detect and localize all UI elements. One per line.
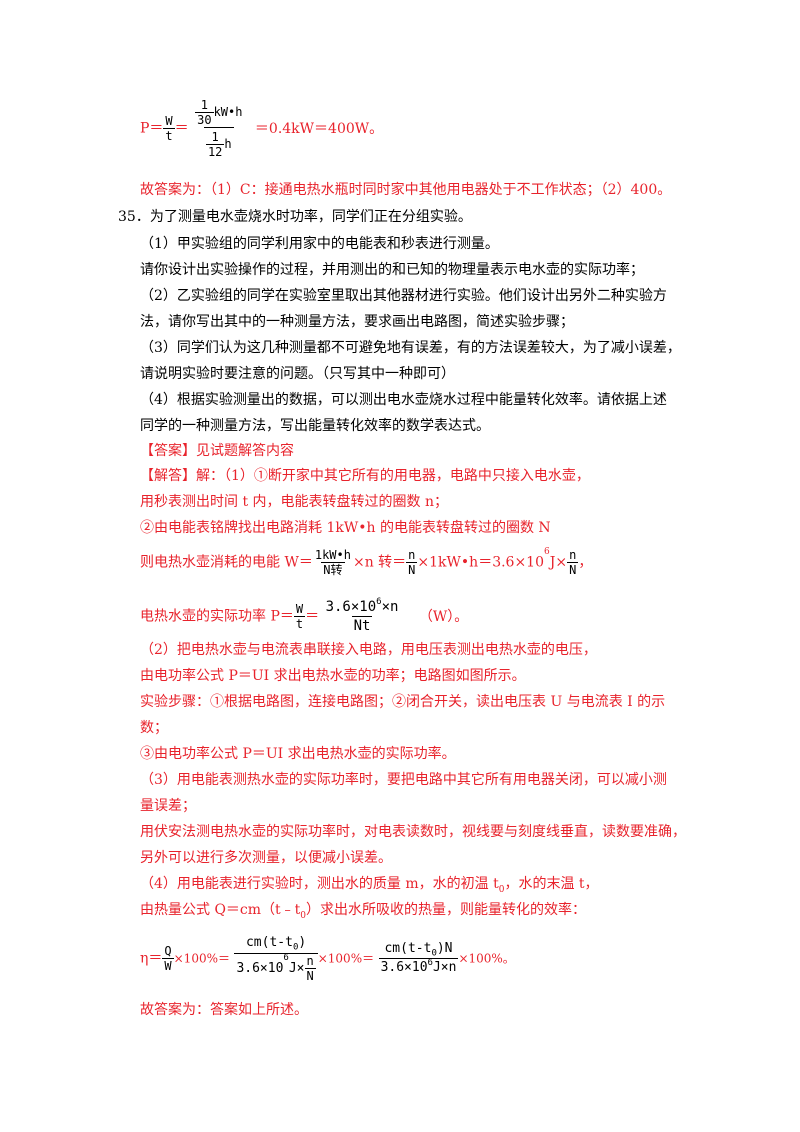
- solution-line-6: 实验步骤：①根据电路图，连接电路图；②闭合开关，读出电压表 U 与电流表 I 的…: [140, 694, 666, 710]
- formula-result: ＝0.4kW＝400W。: [254, 120, 384, 137]
- previous-answer: 故答案为：（1）C：接通电热水瓶时同时家中其他用电器处于不工作状态；（2）400…: [140, 182, 672, 198]
- question-part2-cont: 法，请你写出其中的一种测量方法，要求画出电路图，简述实验步骤；: [140, 314, 574, 330]
- solution-line-1: 【解答】解：（1）①断开家中其它所有的用电器，电路中只接入电水壶，: [140, 468, 590, 484]
- solution-line-10: （4）用电能表进行实验时，测出水的质量 m，水的初温 t0，水的末温 t，: [140, 876, 599, 895]
- question-part3-cont: 请说明实验时要注意的问题。（只写其中一种即可）: [140, 366, 455, 382]
- question-part1: （1）甲实验组的同学利用家中的电能表和秒表进行测量。: [140, 236, 499, 252]
- final-answer: 故答案为：答案如上所述。: [140, 1002, 308, 1018]
- solution-line-2: 用秒表测出时间 t 内，电能表转盘转过的圈数 n；: [140, 494, 448, 510]
- solution-line-9: 用伏安法测电热水壶的实际功率时，对电表读数时，视线要与刻度线垂直，读数要准确，: [140, 824, 686, 840]
- question-part1-cont: 请你设计出实验操作的过程，并用测出的和已知的物理量表示电水壶的实际功率；: [140, 262, 644, 278]
- solution-line-9-cont: 另外可以进行多次测量，以便减小误差。: [140, 850, 392, 866]
- question-part3: （3）同学们认为这几种测量都不可避免地有误差，有的方法误差较大，为了减小误差，: [140, 340, 681, 356]
- question-title: 35．为了测量电水壶烧水时功率，同学们正在分组实验。: [118, 209, 472, 225]
- formula-eq: ＝: [174, 120, 189, 137]
- question-part4-cont: 同学的一种测量方法，写出能量转化效率的数学表达式。: [140, 418, 490, 434]
- answer-tag: 【答案】见试题解答内容: [140, 443, 294, 459]
- solution-line-7: ③由电功率公式 P＝UI 求出电热水壶的实际功率。: [140, 746, 456, 762]
- solution-line-11: 由热量公式 Q＝cm（t﹣t0）求出水所吸收的热量，则能量转化的效率：: [140, 902, 587, 921]
- solution-line-4: （2）把电热水壶与电流表串联接入电路，用电压表测出电热水壶的电压，: [140, 642, 597, 658]
- solution-line-8: （3）用电能表测热水壶的实际功率时，要把电路中其它所有用电器关闭，可以减小测: [140, 772, 667, 788]
- solution-line-8-cont: 量误差；: [140, 798, 196, 814]
- question-part4: （4）根据实验测量出的数据，可以测出电水壶烧水过程中能量转化效率。请依据上述: [140, 392, 667, 408]
- solution-line-6-cont: 数；: [140, 720, 168, 736]
- question-part2: （2）乙实验组的同学在实验室里取出其他器材进行实验。他们设计出另外二种实验方: [140, 288, 667, 304]
- solution-line-5: 由电功率公式 P＝UI 求出电热水壶的功率；电路图如图所示。: [140, 668, 526, 684]
- solution-line-3: ②由电能表铭牌找出电路消耗 1kW•h 的电能表转盘转过的圈数 N: [140, 520, 551, 536]
- efficiency-fraction-2: cm(t-t0)N 3.6×106J×n: [378, 940, 459, 976]
- formula-lhs: P＝: [140, 120, 164, 137]
